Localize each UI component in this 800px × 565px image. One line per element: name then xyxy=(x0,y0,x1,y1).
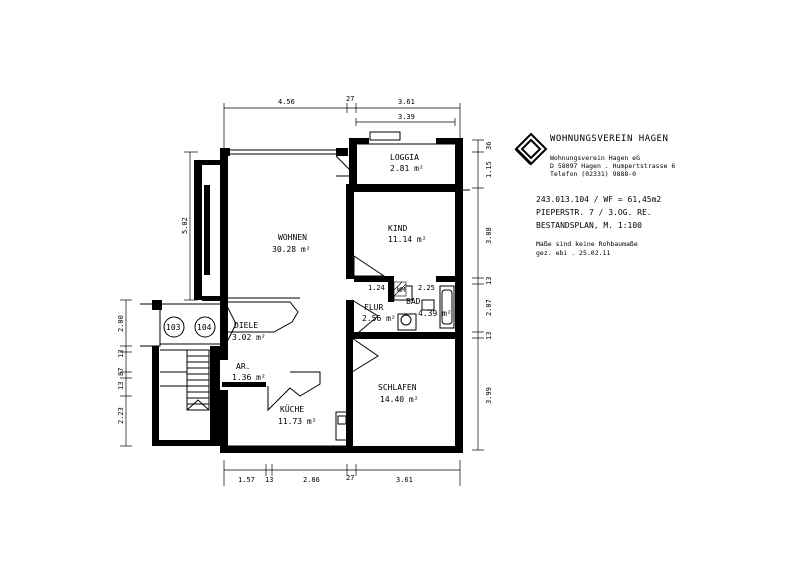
dim-top-3-61: 3.61 xyxy=(398,98,415,106)
fixture-wm-label: WM xyxy=(397,286,405,294)
dim-right-3-08: 3.08 xyxy=(485,227,493,244)
dim-top-4-56: 4.56 xyxy=(278,98,295,106)
dimension-labels: 4.56 27 3.61 3.39 1.57 13 2.86 27 3.61 3… xyxy=(117,95,493,484)
note-line-1: Maße sind keine Rohbaumaße xyxy=(536,240,638,248)
company-line-2: D 58097 Hagen . Humpertstrasse 6 xyxy=(550,162,676,170)
company-line-1: Wohnungsverein Hagen eG xyxy=(550,154,641,162)
room-kuche-name: KÜCHE xyxy=(280,404,304,414)
room-ar-name: AR. xyxy=(236,362,250,371)
room-wohnen-area: 30.28 m² xyxy=(272,245,311,254)
room-bad-area: 4.39 m² xyxy=(418,309,452,318)
dim-bottom-2-86: 2.86 xyxy=(303,476,320,484)
company-name: WOHNUNGSVEREIN HAGEN xyxy=(550,134,669,144)
dim-top-27: 27 xyxy=(346,95,354,103)
detail-lines xyxy=(140,131,470,447)
dim-left-2-23: 2.23 xyxy=(117,407,125,424)
room-loggia-area: 2.81 m² xyxy=(390,164,424,173)
room-wohnen-name: WOHNEN xyxy=(278,233,307,242)
note-line-2: gez. ebi . 25.02.11 xyxy=(536,249,611,257)
dim-left-13b: 13 xyxy=(117,382,125,390)
walls xyxy=(152,138,463,453)
room-kind-area: 11.14 m² xyxy=(388,235,427,244)
dimension-lines xyxy=(120,103,484,486)
room-labels: LOGGIA 2.81 m² WOHNEN 30.28 m² KIND 11.1… xyxy=(232,153,452,426)
room-kuche-area: 11.73 m² xyxy=(278,417,317,426)
dim-bottom-13: 13 xyxy=(265,476,273,484)
company-line-3: Telefon (02331) 9888-0 xyxy=(550,170,637,178)
dim-inner-2-25: 2.25 xyxy=(418,284,435,292)
room-ar-area: 1.36 m² xyxy=(232,373,266,382)
room-flur-name: FLUR xyxy=(364,303,383,312)
dim-bottom-1-57: 1.57 xyxy=(238,476,255,484)
dim-right-1-15: 1.15 xyxy=(485,161,493,178)
dim-left-87: 87 xyxy=(117,368,125,376)
dim-left-2-00: 2.00 xyxy=(117,315,125,332)
room-loggia-name: LOGGIA xyxy=(390,153,419,162)
room-diele-area: 3.02 m² xyxy=(232,333,266,342)
plan-ref: 243.013.104 / WF = 61,45m2 xyxy=(536,195,662,204)
unit-103-label: 103 xyxy=(166,323,181,332)
company-logo-icon xyxy=(514,132,548,166)
room-kind-name: KIND xyxy=(388,224,407,233)
unit-103-circle xyxy=(163,316,185,338)
dim-right-2-07: 2.07 xyxy=(485,299,493,316)
dim-left-13a: 13 xyxy=(117,350,125,358)
dim-right-13a: 13 xyxy=(485,277,493,285)
room-bad-name: BAD xyxy=(406,297,421,306)
room-flur-area: 2.56 m² xyxy=(362,314,396,323)
plan-address: PIEPERSTR. 7 / 3.OG. RE. xyxy=(536,208,652,217)
dim-bottom-27: 27 xyxy=(346,474,354,482)
unit-markers: 103 104 xyxy=(163,316,216,338)
room-schlafen-area: 14.40 m² xyxy=(380,395,419,404)
duct-shaft xyxy=(393,281,407,297)
dim-right-3-99: 3.99 xyxy=(485,387,493,404)
unit-104-label: 104 xyxy=(197,323,212,332)
plan-scale: BESTANDSPLAN, M. 1:100 xyxy=(536,221,642,230)
dim-top-3-39: 3.39 xyxy=(398,113,415,121)
dim-inner-1-24: 1.24 xyxy=(368,284,385,292)
dim-left-5-02: 5.02 xyxy=(181,217,189,234)
dim-right-13b: 13 xyxy=(485,332,493,340)
dim-bottom-3-61: 3.61 xyxy=(396,476,413,484)
room-diele-name: DIELE xyxy=(234,321,258,330)
unit-104-circle xyxy=(194,316,216,338)
dim-right-36: 36 xyxy=(485,142,493,150)
room-schlafen-name: SCHLAFEN xyxy=(378,383,417,392)
